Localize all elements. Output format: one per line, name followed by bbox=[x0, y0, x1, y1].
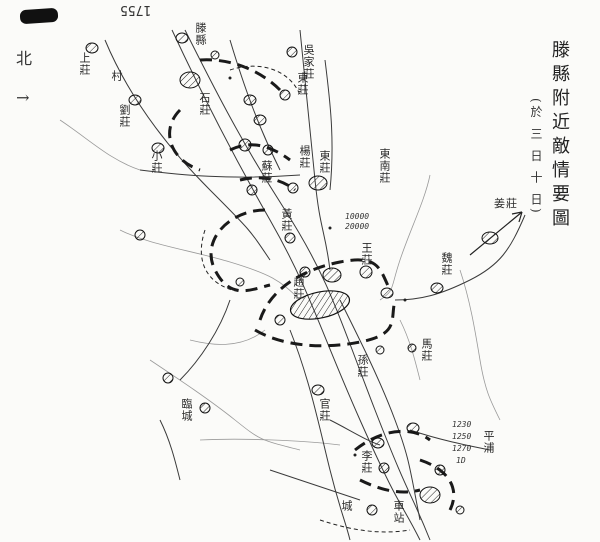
place-label: 李莊 bbox=[360, 450, 373, 474]
central-enemy-position bbox=[289, 290, 351, 320]
place-label: 馬莊 bbox=[420, 338, 433, 362]
place-label: 吳家莊 bbox=[302, 44, 315, 80]
place-label: 魏莊 bbox=[440, 252, 453, 276]
annotation-number: 1230 bbox=[452, 420, 472, 429]
enemy-thin-dashed bbox=[200, 65, 411, 533]
place-label: 楊莊 bbox=[298, 145, 311, 169]
place-label: 趙莊 bbox=[292, 276, 305, 300]
annotation-number: 20000 bbox=[345, 222, 370, 231]
place-label: 官莊 bbox=[318, 398, 331, 422]
place-label: 王莊 bbox=[360, 242, 373, 266]
map-title: 滕縣附近敵情要圖 bbox=[549, 40, 570, 232]
place-label: 臨城 bbox=[180, 398, 193, 422]
place-label: 上莊 bbox=[78, 52, 91, 76]
arrow-east bbox=[469, 211, 523, 256]
enemy-front-dashed bbox=[168, 58, 456, 511]
annotation-number: 10000 bbox=[345, 212, 370, 221]
place-label: 東莊 bbox=[296, 72, 309, 96]
place-label: 平浦 bbox=[482, 430, 495, 454]
place-label: 滕縣 bbox=[194, 22, 207, 46]
place-label: 城 bbox=[340, 500, 353, 512]
place-label: 石莊 bbox=[198, 92, 211, 116]
redaction-mark bbox=[19, 7, 59, 25]
place-label: 村 bbox=[110, 70, 123, 82]
place-label: 東南莊 bbox=[378, 148, 391, 184]
page-number: 1755 bbox=[120, 2, 152, 17]
annotation-number: 1D bbox=[456, 456, 466, 465]
place-label: 小莊 bbox=[150, 150, 163, 174]
place-label: 姜莊 bbox=[494, 197, 518, 210]
place-label: 黃莊 bbox=[280, 208, 293, 232]
village-markers bbox=[85, 32, 499, 516]
place-label: 孫莊 bbox=[356, 354, 369, 378]
place-label: 車站 bbox=[392, 500, 405, 524]
place-label: 東莊 bbox=[318, 150, 331, 174]
place-label: 劉莊 bbox=[118, 104, 131, 128]
annotation-number: 1250 bbox=[452, 432, 472, 441]
map-subtitle: (於 三 日 十 日) bbox=[529, 98, 543, 216]
annotation-number: 1270 bbox=[452, 444, 472, 453]
north-indicator: 北 ↑ bbox=[13, 50, 32, 115]
place-label: 蘇莊 bbox=[260, 160, 273, 184]
small-points bbox=[228, 76, 407, 457]
